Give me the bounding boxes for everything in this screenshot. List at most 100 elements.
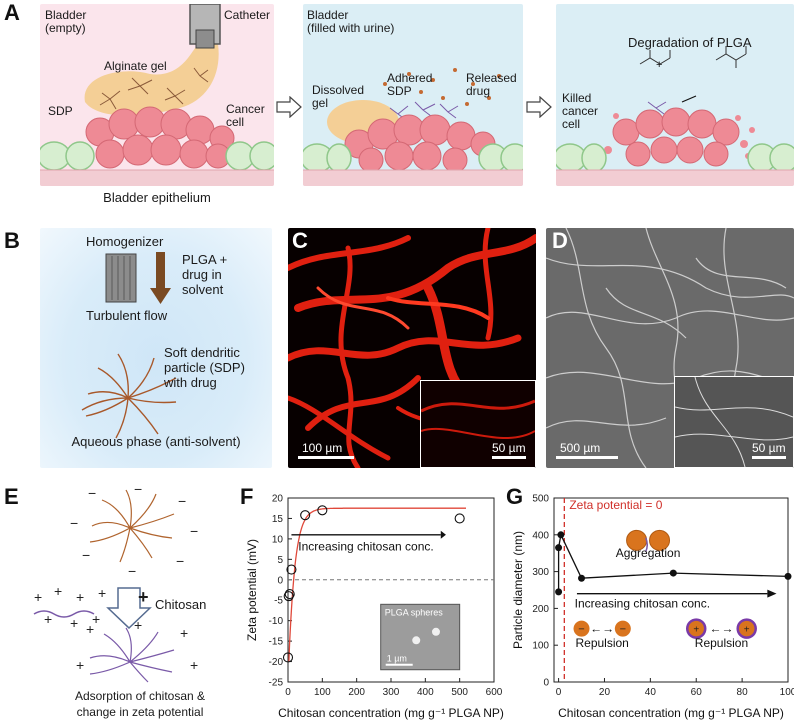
data-point (317, 505, 328, 516)
svg-text:+: + (134, 617, 142, 633)
charge-sign: − (620, 624, 626, 636)
plga-sphere (431, 627, 440, 636)
panel-b-letter: B (4, 228, 20, 253)
svg-text:+: + (34, 589, 42, 605)
svg-text:−: − (178, 493, 186, 509)
svg-text:−: − (134, 484, 142, 497)
y-tick-label: 500 (532, 494, 549, 505)
inset-micrograph (380, 603, 461, 671)
panel-e-caption: Adsorption of chitosan &change in zeta p… (74, 689, 206, 719)
panel-d-letter: D (552, 228, 568, 253)
data-point (578, 574, 586, 582)
svg-text:−: − (70, 515, 78, 531)
x-tick-label: 400 (417, 687, 434, 698)
svg-text:+: + (54, 583, 62, 599)
y-tick-label: -10 (269, 616, 284, 627)
panel-a-box-killed: + (556, 4, 794, 186)
y-tick-label: 200 (532, 604, 549, 615)
particle-icon (649, 529, 671, 551)
y-tick-label: 300 (532, 567, 549, 578)
inset-scale-label: 50 µm (492, 441, 526, 455)
repulsion-label: Repulsion (695, 636, 748, 650)
svg-text:+: + (76, 657, 84, 673)
panel-a-letter: A (4, 0, 20, 25)
confocal-inset (420, 380, 536, 468)
svg-text:−: − (190, 523, 198, 539)
data-point (283, 591, 294, 602)
data-point (555, 544, 563, 552)
zeta-zero-label: Zeta potential = 0 (569, 498, 662, 512)
y-tick-label: 5 (277, 555, 283, 566)
svg-text:−: − (88, 485, 96, 501)
y-tick-label: 400 (532, 530, 549, 541)
x-tick-label: 200 (348, 687, 365, 698)
x-axis-label: Chitosan concentration (mg g⁻¹ PLGA NP) (278, 706, 504, 720)
box2-title: Bladder(filled with urine) (307, 8, 395, 35)
charge-sign: − (578, 624, 584, 636)
sem-image: 500 µm 50 µm (546, 228, 794, 468)
svg-text:+: + (190, 657, 198, 673)
chitosan-bridge (645, 537, 649, 553)
y-axis-label: Zeta potential (mV) (245, 539, 259, 641)
svg-text:+: + (86, 621, 94, 637)
data-point (286, 564, 297, 575)
y-axis-label: Particle diameter (nm) (511, 531, 525, 649)
arrow-right-icon (276, 96, 302, 118)
y-tick-label: 100 (532, 641, 549, 652)
x-tick-label: 100 (314, 687, 331, 698)
empty-bladder-illustration (40, 4, 274, 186)
aqueous-label: Aqueous phase (anti-solvent) (71, 434, 241, 449)
x-tick-label: 60 (691, 687, 703, 698)
y-tick-label: -5 (274, 596, 283, 607)
box1-catheter-label: Catheter (224, 8, 271, 22)
svg-text:−: − (176, 553, 184, 569)
y-tick-label: 0 (543, 678, 549, 689)
svg-text:−: − (82, 547, 90, 563)
box3-degradation-label: Degradation of PLGA (628, 35, 752, 50)
svg-text:+: + (180, 625, 188, 641)
panel-f-letter: F (240, 484, 254, 509)
x-tick-label: 100 (780, 687, 794, 698)
panel-b-box (40, 228, 272, 468)
svg-text:+: + (44, 611, 52, 627)
sem-inset (674, 376, 794, 468)
inset-scale-label: 1 µm (387, 654, 407, 664)
plot-frame (553, 497, 789, 683)
arrow-right-icon (526, 96, 552, 118)
x-tick-label: 40 (645, 687, 657, 698)
inset-label: PLGA spheres (385, 607, 444, 617)
scale-bar (556, 456, 618, 459)
aggregation-label: Aggregation (616, 546, 681, 560)
x-tick-label: 0 (285, 687, 291, 698)
series-line (557, 532, 789, 592)
particle-icon (685, 618, 707, 639)
panel-g-letter: G (506, 484, 524, 509)
particle-icon (736, 618, 757, 639)
data-point (300, 510, 311, 521)
panel-e-letter: E (4, 484, 19, 509)
y-tick-label: -25 (269, 678, 284, 689)
panel-c-letter: C (292, 228, 308, 253)
y-tick-label: 0 (277, 575, 283, 586)
particle-icon (614, 620, 631, 637)
y-tick-label: -20 (269, 657, 284, 668)
data-point (555, 588, 563, 596)
inset-scale-bar (492, 456, 526, 459)
svg-text:−: − (128, 563, 136, 579)
data-point (669, 569, 677, 577)
repulsion-arrow: ←→ (590, 622, 614, 636)
box1-alginate-label: Alginate gel (104, 59, 167, 73)
y-tick-label: 20 (272, 494, 284, 505)
charge-sign: + (744, 625, 750, 636)
x-tick-label: 0 (556, 687, 562, 698)
data-point (557, 531, 565, 539)
svg-text:+: + (656, 59, 662, 71)
